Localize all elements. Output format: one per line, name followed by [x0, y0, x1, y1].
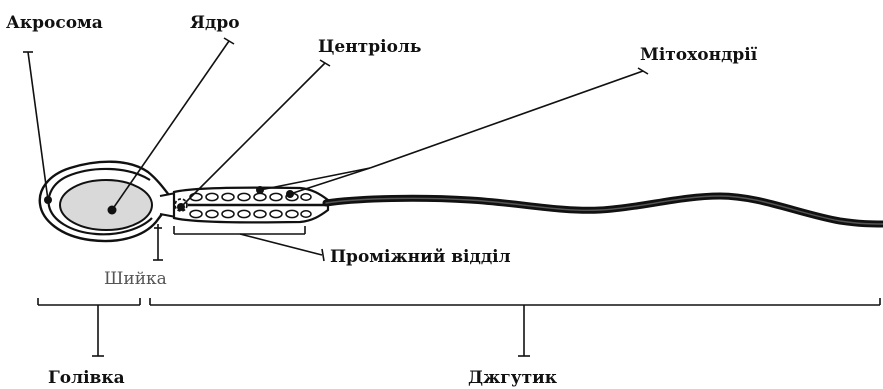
label-acrosome: Акросома: [6, 13, 103, 33]
label-nucleus: Ядро: [190, 13, 240, 33]
label-mitochondria: Мітохондрії: [640, 45, 758, 65]
sperm-cell: [40, 162, 883, 241]
label-midpiece: Проміжний відділ: [330, 247, 511, 267]
nucleus-shape: [60, 180, 152, 230]
label-centriole: Центріоль: [318, 37, 421, 57]
label-flagellum: Джгутик: [468, 368, 558, 388]
label-head: Голівка: [48, 368, 125, 388]
label-neck: Шийка: [104, 269, 167, 289]
